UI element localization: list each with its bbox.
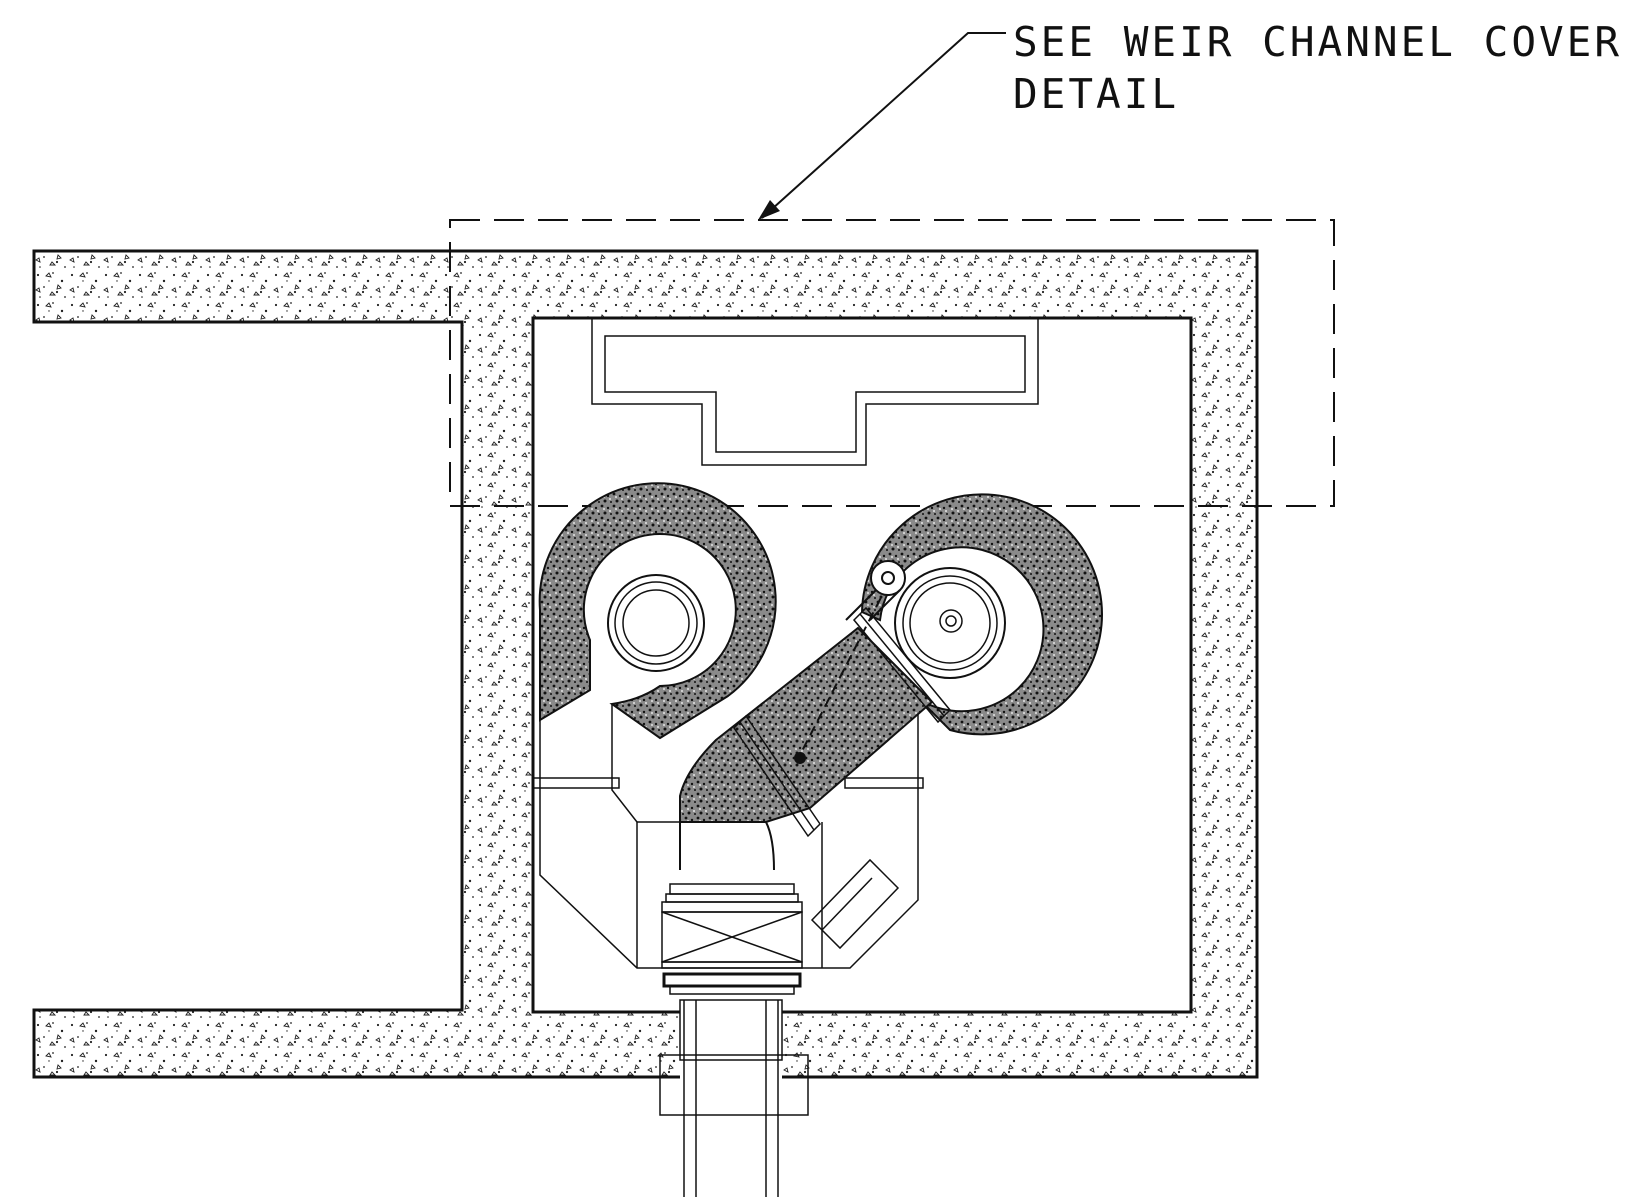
left-pump-volute [538,482,777,740]
callout: SEE WEIR CHANNEL COVER DETAIL [758,18,1622,220]
right-pump [860,493,1103,736]
outlet-pipe [659,999,809,1197]
callout-line-2: DETAIL [1013,70,1179,118]
lower-flange [662,972,802,988]
access-hatch [810,858,900,950]
callout-arrowhead [758,200,780,220]
discharge-elbow [679,560,952,871]
valve-stack [661,883,803,995]
weir-channel-cover-outline [449,219,1335,507]
callout-line-1: SEE WEIR CHANNEL COVER [1013,18,1622,66]
right-pump-volute [860,493,1103,736]
elbow-flange-upper [852,606,952,724]
weir-trough [591,317,1039,466]
valve-chamber [532,690,924,969]
callout-leader-line [761,32,1006,219]
elbow-flange-lower [733,714,821,838]
upper-flange [669,883,795,895]
left-pump [538,482,777,740]
outlet-pipe-wall-sleeve [679,999,783,1061]
outlet-pipe-collar [659,1054,809,1116]
